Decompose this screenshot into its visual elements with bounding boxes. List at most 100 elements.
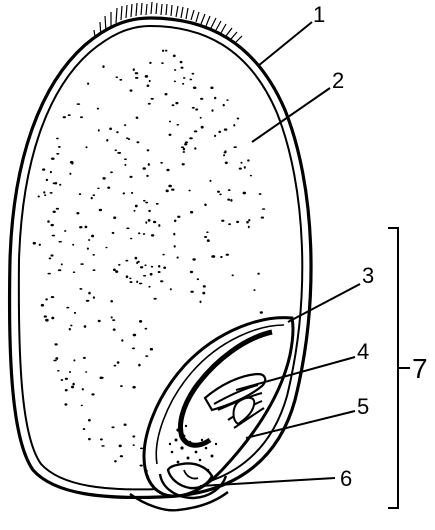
endosperm-dot [51, 158, 55, 160]
endosperm-dot [236, 221, 239, 223]
endosperm-dot [247, 159, 250, 161]
endosperm-dot [217, 191, 220, 193]
endosperm-dot [39, 244, 41, 246]
endosperm-dot [51, 296, 55, 298]
endosperm-dot [139, 320, 142, 323]
endosperm-dot [135, 77, 138, 79]
endosperm-dot [175, 102, 178, 104]
endosperm-dot [91, 235, 94, 238]
endosperm-dot [204, 236, 207, 238]
endosperm-dot [150, 273, 153, 276]
endosperm-dot [194, 130, 198, 132]
leader-line-1 [258, 22, 312, 66]
endosperm-dot [237, 117, 240, 119]
endosperm-dot [177, 257, 179, 259]
endosperm-dot [153, 298, 156, 300]
endosperm-dot [143, 275, 146, 277]
endosperm-dot [59, 184, 61, 186]
endosperm-dot [174, 245, 176, 248]
endosperm-dot [190, 211, 193, 214]
endosperm-dot [130, 238, 133, 240]
endosperm-dot [227, 198, 230, 200]
endosperm-dot [193, 86, 197, 89]
endosperm-dot [41, 304, 44, 307]
endosperm-dot [119, 79, 122, 81]
endosperm-dot [98, 129, 100, 131]
endosperm-dot [180, 61, 183, 63]
endosperm-dot [44, 194, 46, 196]
endosperm-dot [160, 280, 163, 282]
endosperm-dot [183, 77, 186, 79]
endosperm-dot [105, 247, 107, 249]
endosperm-dot [210, 87, 213, 90]
endosperm-dot [143, 233, 146, 235]
endosperm-dot [58, 146, 61, 148]
endosperm-dot [128, 138, 131, 140]
endosperm-dot [115, 149, 117, 151]
endosperm-dot [129, 278, 131, 280]
endosperm-dot [111, 426, 114, 428]
endosperm-dot [246, 221, 249, 224]
endosperm-dot [52, 235, 56, 237]
endosperm-dot [58, 269, 62, 271]
endosperm-dot [110, 171, 113, 173]
endosperm-dot [201, 126, 204, 129]
endosperm-dot [72, 383, 74, 386]
endosperm-dot [73, 271, 76, 273]
endosperm-dot [80, 263, 84, 265]
endosperm-dot [107, 187, 110, 189]
endosperm-dot [146, 175, 148, 177]
endosperm-dot [192, 73, 195, 75]
endosperm-dot [133, 210, 135, 212]
endosperm-dot [202, 292, 205, 295]
endosperm-dot [88, 438, 91, 440]
endosperm-dot [211, 109, 213, 112]
endosperm-dot [70, 161, 74, 164]
endosperm-dot [33, 242, 36, 245]
endosperm-dot [194, 147, 196, 149]
endosperm-dot [82, 388, 84, 390]
endosperm-dot [182, 151, 185, 153]
endosperm-dot [45, 298, 48, 300]
endosperm-dot [65, 378, 68, 380]
endosperm-dot [223, 104, 225, 107]
endosperm-dot [200, 117, 202, 119]
endosperm-dot [102, 177, 105, 180]
endosperm-dot [169, 121, 171, 123]
endosperm-dot [50, 192, 53, 194]
endosperm-dot [165, 93, 168, 95]
label-7: 7 [412, 353, 428, 384]
endosperm-dot [135, 72, 139, 74]
endosperm-dot [71, 386, 74, 389]
endosperm-dot [244, 166, 246, 169]
endosperm-dot [51, 317, 54, 320]
endosperm-dot [221, 220, 224, 222]
label-5: 5 [357, 394, 369, 419]
endosperm-dot [158, 224, 160, 227]
endosperm-dot [132, 435, 135, 437]
endosperm-dot [233, 124, 235, 127]
endosperm-dot [189, 79, 192, 81]
endosperm-dot [61, 263, 63, 265]
endosperm-dot [136, 141, 139, 143]
label-1: 1 [313, 2, 325, 27]
endosperm-dot [214, 97, 216, 100]
endosperm-dot [53, 360, 56, 362]
endosperm-dot [150, 348, 153, 351]
endosperm-dot [54, 343, 57, 345]
endosperm-dot [125, 260, 128, 262]
endosperm-dot [57, 370, 60, 372]
endosperm-dot [192, 107, 195, 109]
endosperm-dot [143, 200, 146, 202]
endosperm-dot [109, 128, 112, 131]
endosperm-dot [124, 423, 127, 425]
endosperm-dot [145, 202, 148, 204]
endosperm-dot [119, 445, 122, 448]
endosperm-dot [212, 255, 216, 258]
endosperm-dot [133, 68, 135, 71]
endosperm-dot [56, 208, 59, 210]
endosperm-dot [243, 192, 247, 195]
endosperm-dot [88, 292, 91, 295]
endosperm-dot [183, 148, 185, 151]
